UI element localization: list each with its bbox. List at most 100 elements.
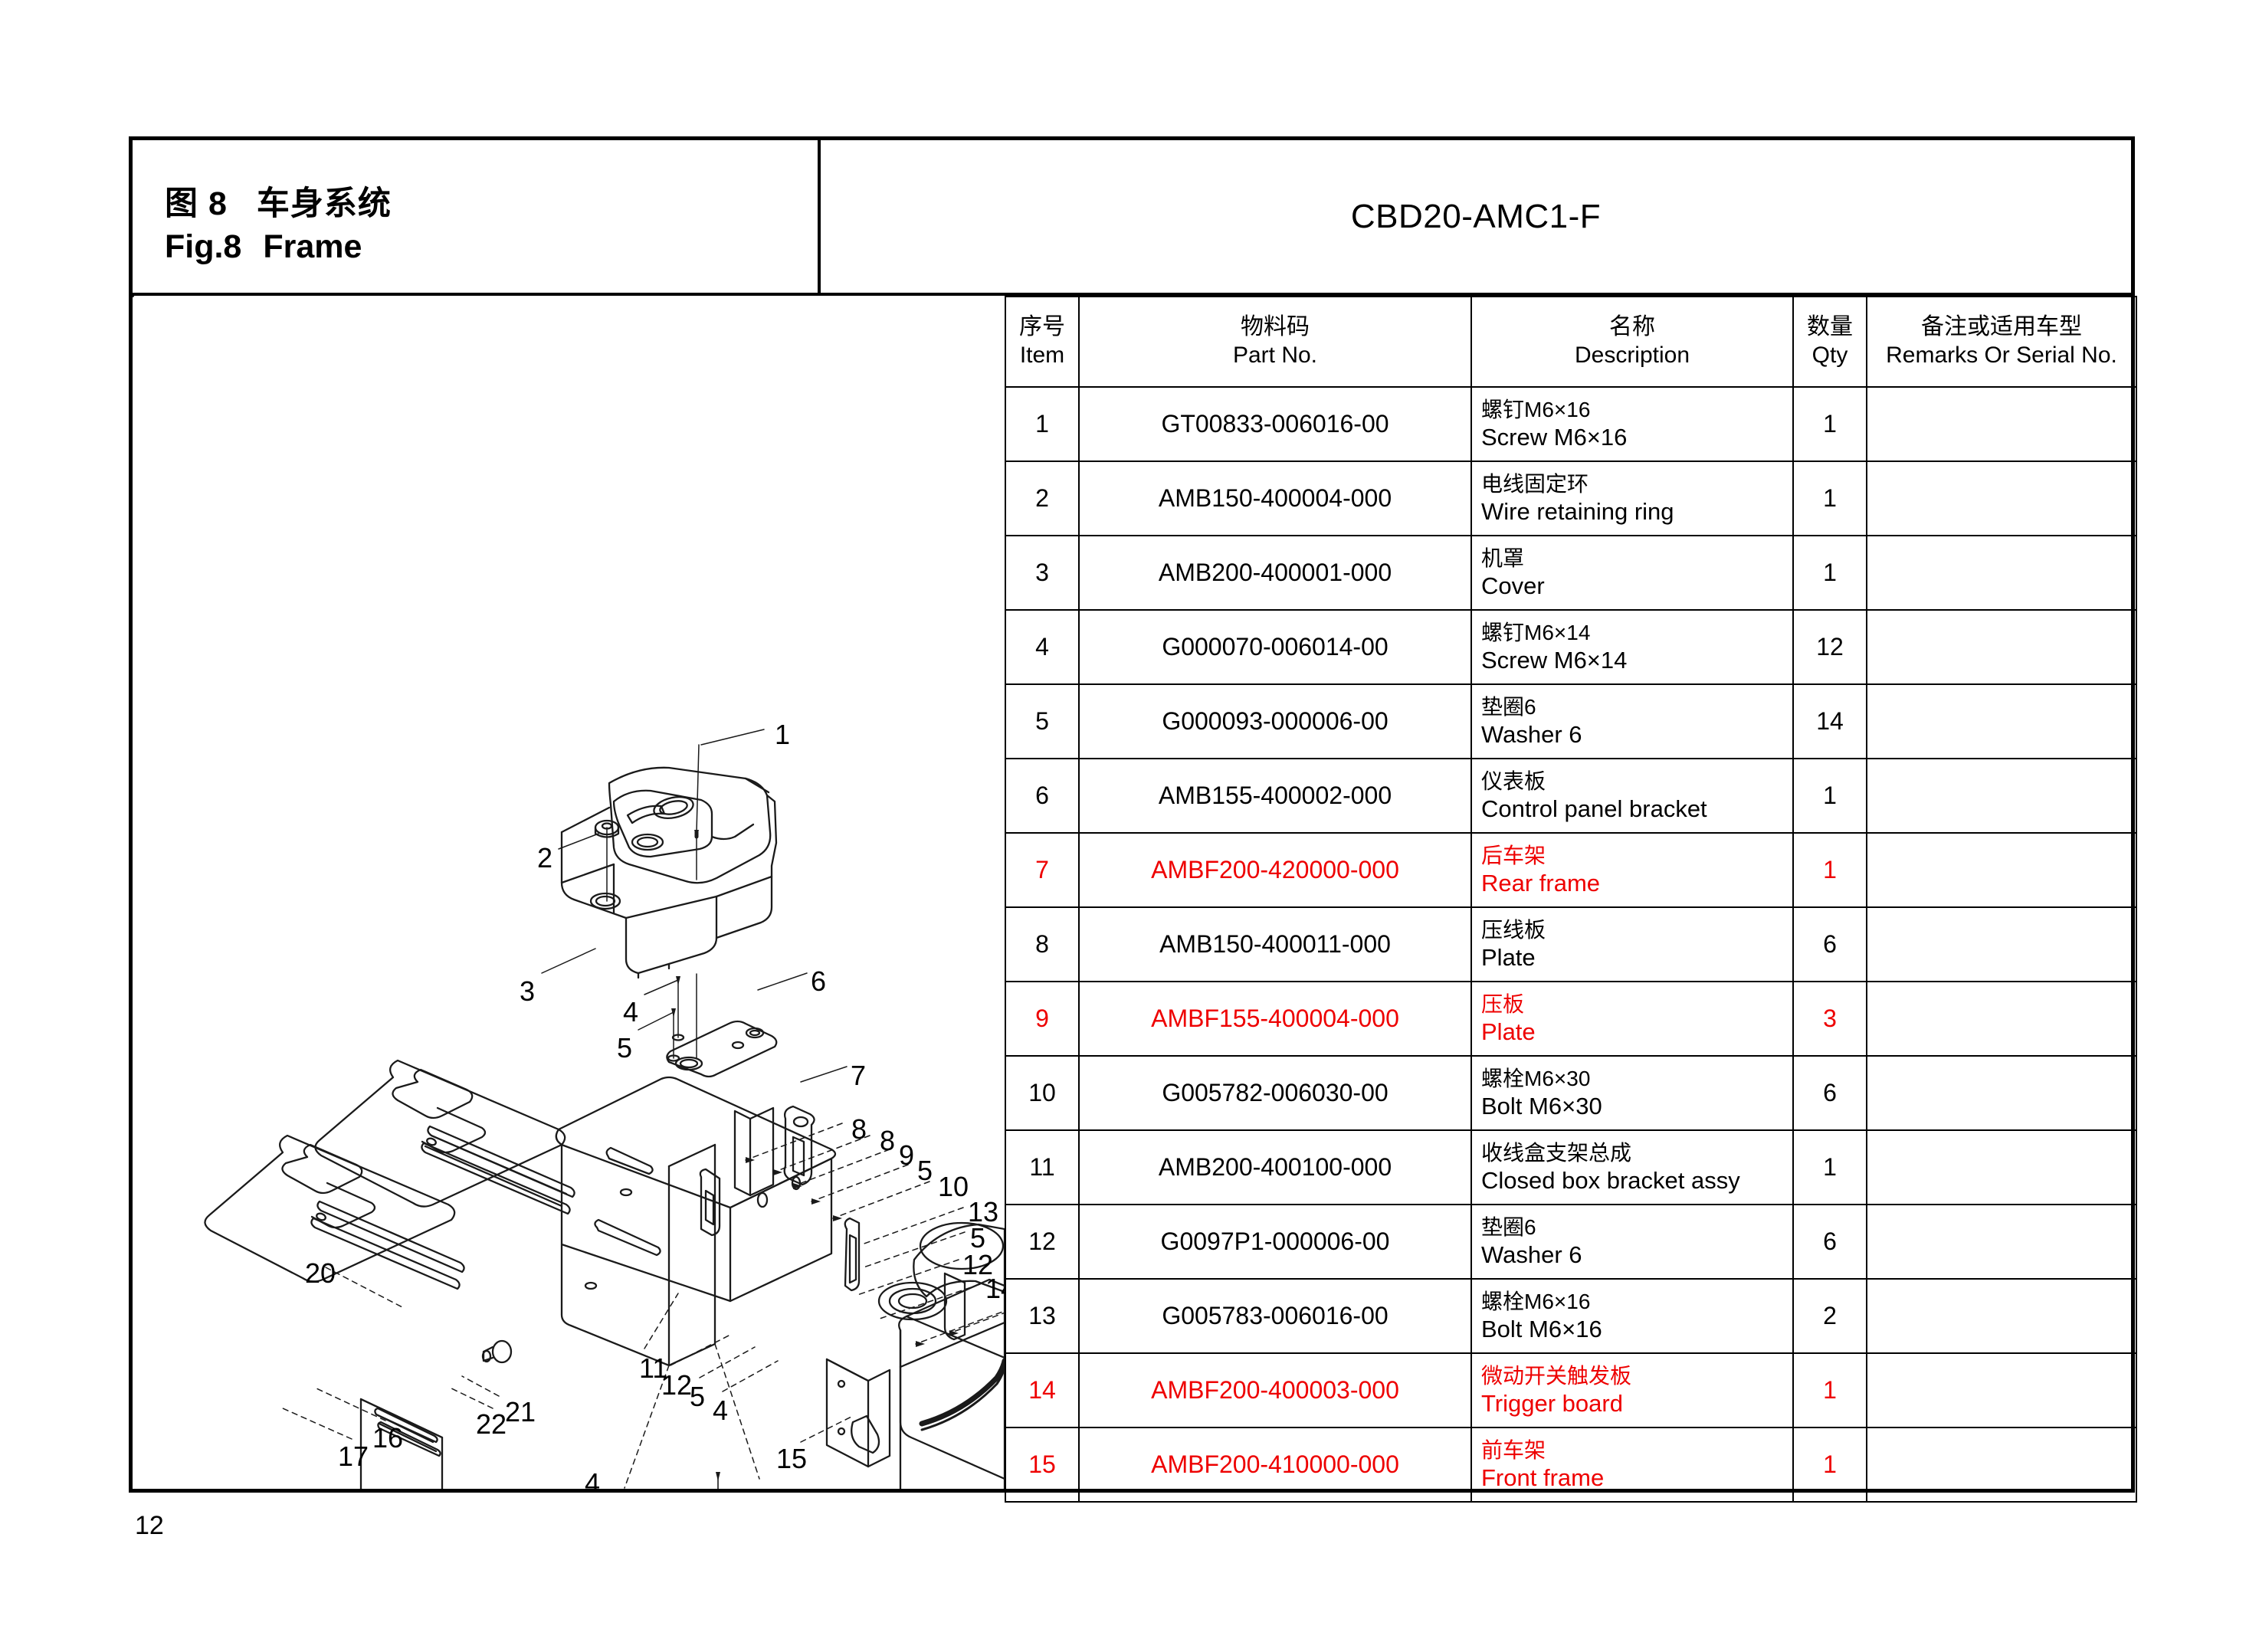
- cell-remarks: [1866, 461, 2137, 536]
- cell-remarks: [1866, 1427, 2137, 1503]
- figure-name-english: Frame: [263, 228, 362, 265]
- cell-remarks: [1866, 1055, 2137, 1131]
- cell-item: 13: [1005, 1278, 1080, 1354]
- column-header-part-no: 物料码 Part No.: [1078, 296, 1472, 388]
- callout-number: 10: [938, 1171, 969, 1202]
- cell-part-no: AMB200-400100-000: [1078, 1129, 1472, 1205]
- cell-part-no: AMBF200-400003-000: [1078, 1352, 1472, 1428]
- cell-qty: 1: [1792, 1427, 1867, 1503]
- description-chinese: 螺栓M6×30: [1481, 1067, 1591, 1091]
- callout-number: 5: [617, 1032, 633, 1064]
- description-english: Washer 6: [1481, 720, 1582, 748]
- description-english: Screw M6×16: [1481, 423, 1628, 451]
- description-english: Bolt M6×16: [1481, 1315, 1602, 1342]
- description-chinese: 仪表板: [1481, 769, 1546, 794]
- cell-item: 5: [1005, 683, 1080, 759]
- description-english: Closed box bracket assy: [1481, 1166, 1740, 1194]
- cell-qty: 1: [1792, 386, 1867, 462]
- description-chinese: 微动开关触发板: [1481, 1364, 1632, 1388]
- column-header-qty-en: Qty: [1811, 343, 1848, 368]
- cell-qty: 2: [1792, 1278, 1867, 1354]
- cell-qty: 12: [1792, 609, 1867, 685]
- callout-number: 5: [690, 1381, 706, 1412]
- cell-item: 7: [1005, 832, 1080, 908]
- description-chinese: 垫圈6: [1481, 1215, 1536, 1240]
- column-header-item: 序号 Item: [1005, 296, 1080, 388]
- cell-remarks: [1866, 1204, 2137, 1280]
- cell-remarks: [1866, 386, 2137, 462]
- callout-number: 8: [851, 1113, 867, 1145]
- description-chinese: 后车架: [1481, 844, 1546, 868]
- callout-number: 5: [970, 1222, 986, 1254]
- column-header-qty-cn: 数量: [1807, 314, 1853, 340]
- callout-number: 8: [880, 1125, 896, 1156]
- cell-part-no: AMBF200-410000-000: [1078, 1427, 1472, 1503]
- callout-number: 1: [775, 719, 791, 750]
- cell-qty: 1: [1792, 832, 1867, 908]
- callout-number: 16: [372, 1422, 404, 1454]
- cell-remarks: [1866, 609, 2137, 685]
- callout-number: 4: [623, 996, 639, 1028]
- cell-item: 12: [1005, 1204, 1080, 1280]
- callout-number: 20: [305, 1257, 336, 1289]
- description-chinese: 压板: [1481, 992, 1525, 1017]
- description-english: Plate: [1481, 943, 1536, 971]
- cell-qty: 3: [1792, 981, 1867, 1057]
- description-chinese: 垫圈6: [1481, 695, 1536, 719]
- description-english: Trigger board: [1481, 1389, 1623, 1417]
- cell-qty: 1: [1792, 1352, 1867, 1428]
- column-header-item-cn: 序号: [1019, 314, 1065, 340]
- cell-part-no: G005783-006016-00: [1078, 1278, 1472, 1354]
- cell-part-no: AMB150-400011-000: [1078, 906, 1472, 982]
- parts-table: 序号 Item 物料码 Part No. 名称 Description 数量: [1005, 296, 2137, 1503]
- column-header-item-en: Item: [1019, 343, 1065, 368]
- description-chinese: 机罩: [1481, 546, 1525, 571]
- cell-remarks: [1866, 1352, 2137, 1428]
- cell-qty: 6: [1792, 906, 1867, 982]
- cell-item: 1: [1005, 386, 1080, 462]
- description-chinese: 螺钉M6×14: [1481, 621, 1591, 645]
- callout-number: 4: [713, 1395, 729, 1426]
- callout-number: 2: [537, 842, 553, 874]
- cell-part-no: AMB150-400004-000: [1078, 461, 1472, 536]
- cell-item: 6: [1005, 758, 1080, 834]
- cell-part-no: G000093-000006-00: [1078, 683, 1472, 759]
- callout-number: 11: [639, 1352, 668, 1384]
- cell-item: 8: [1005, 906, 1080, 982]
- parts-table-container: 序号 Item 物料码 Part No. 名称 Description 数量: [1005, 296, 2137, 1503]
- model-designation-block: CBD20-AMC1-F: [821, 140, 2131, 296]
- cell-part-no: AMB200-400001-000: [1078, 535, 1472, 611]
- description-english: Wire retaining ring: [1481, 497, 1674, 525]
- callout-number: 12: [661, 1369, 693, 1401]
- cell-remarks: [1866, 535, 2137, 611]
- description-chinese: 收线盒支架总成: [1481, 1141, 1632, 1165]
- cell-remarks: [1866, 906, 2137, 982]
- callout-number: 3: [520, 975, 536, 1007]
- description-english: Washer 6: [1481, 1241, 1582, 1268]
- cell-part-no: GT00833-006016-00: [1078, 386, 1472, 462]
- cell-part-no: AMB155-400002-000: [1078, 758, 1472, 834]
- callout-number: 15: [776, 1443, 808, 1474]
